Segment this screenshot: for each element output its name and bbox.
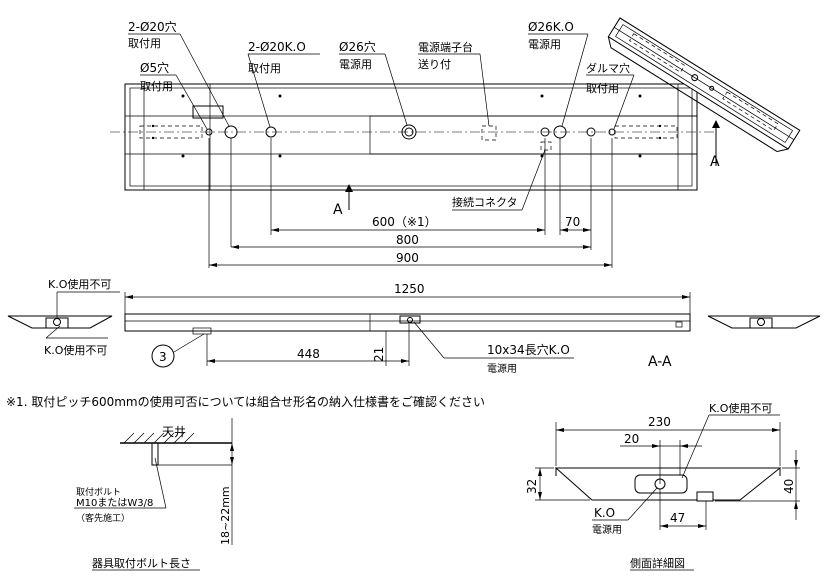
label-daruma: ダルマ穴 xyxy=(586,61,630,75)
plan-outline xyxy=(124,83,698,191)
hole-20k-left xyxy=(265,126,277,138)
label-ko-unusable-2: K.O使用不可 xyxy=(44,344,107,357)
label-ko-unusable-1: K.O使用不可 xyxy=(48,278,111,291)
label-hole-2x20k-sub: 取付用 xyxy=(248,62,281,75)
label-hole-26: Ø26穴 xyxy=(339,39,376,54)
label-hole-2x20k: 2-Ø20K.O xyxy=(248,40,306,54)
label-terminal-sub: 送り付 xyxy=(418,57,451,71)
hole-26 xyxy=(401,124,417,140)
label-hole-26k: Ø26K.O xyxy=(528,20,574,34)
dim-21: 21 xyxy=(372,347,386,362)
side-body xyxy=(124,313,691,332)
label-section-a-bottom: A xyxy=(333,202,343,218)
bolt-title: 器具取付ボルト長さ xyxy=(92,557,191,570)
label-bolt-2: M10またはW3/8 xyxy=(76,497,153,509)
label-hole-2x20: 2-Ø20穴 xyxy=(128,19,177,34)
dim-448: 448 xyxy=(297,347,320,361)
hole-5 xyxy=(205,128,213,136)
label-terminal: 電源端子台 xyxy=(418,40,473,54)
daruma-hole xyxy=(608,128,616,136)
label-ceiling: 天井 xyxy=(162,425,186,439)
hole-20k-right xyxy=(586,127,596,137)
hole-small-right xyxy=(540,127,550,137)
mounting-bracket xyxy=(192,105,224,119)
plan-view xyxy=(110,83,716,191)
side-detail-title: 側面詳細図 xyxy=(630,556,685,570)
label-hole-5-sub: 取付用 xyxy=(140,80,173,93)
balloon-3-text: 3 xyxy=(159,350,167,364)
footnote: ※1. 取付ピッチ600mmの使用可否については組合せ形名の納入仕様書をご確認く… xyxy=(6,394,485,409)
label-slot-sub: 電源用 xyxy=(487,362,517,375)
side-detail: 230 20 K.O使用不可 32 40 47 xyxy=(525,402,800,571)
dim-1250: 1250 xyxy=(394,282,425,296)
end-profile-left: K.O使用不可 K.O使用不可 xyxy=(7,278,120,357)
plan-callouts: 2-Ø20穴 取付用 Ø5穴 取付用 2-Ø20K.O 取付用 Ø26穴 電源用… xyxy=(128,19,720,218)
dim-800: 800 xyxy=(396,233,419,247)
bolt xyxy=(151,442,159,466)
label-section-a: A xyxy=(710,154,720,170)
dim-32: 32 xyxy=(525,479,539,494)
isometric-view xyxy=(607,17,801,153)
dim-900: 900 xyxy=(396,251,419,265)
dim-20: 20 xyxy=(624,432,639,446)
label-bolt-3: （客先施工） xyxy=(76,512,130,524)
label-bolt-1: 取付ボルト xyxy=(76,487,121,498)
balloon-3 xyxy=(151,344,175,368)
side-elevation: 1250 448 21 3 10x34長穴K.O 電源用 A-A xyxy=(124,282,691,375)
label-slot: 10x34長穴K.O xyxy=(487,342,570,357)
side-detail-slot xyxy=(634,474,688,494)
label-hole-26k-sub: 電源用 xyxy=(528,37,561,51)
label-ko-power: K.O xyxy=(594,506,615,520)
dim-600: 600（※1） xyxy=(372,215,437,229)
bolt-detail: 天井 18~22mm 取付ボルト M10またはW3/8 （客先施工） 器具取付ボ… xyxy=(74,418,234,571)
terminal-block xyxy=(481,125,497,141)
dim-40: 40 xyxy=(782,479,796,494)
label-hole-26-sub: 電源用 xyxy=(339,57,372,71)
label-daruma-sub: 取付用 xyxy=(586,82,619,95)
dim-70: 70 xyxy=(565,215,580,229)
label-connector: 接続コネクタ xyxy=(452,195,518,209)
dim-230: 230 xyxy=(648,415,671,429)
label-ko-unusable-3: K.O使用不可 xyxy=(709,402,772,415)
label-section-aa: A-A xyxy=(648,354,672,370)
dim-bolt-length: 18~22mm xyxy=(219,486,232,545)
lamp-socket-left xyxy=(139,125,203,139)
label-hole-5: Ø5穴 xyxy=(140,60,169,75)
label-hole-2x20-sub: 取付用 xyxy=(128,37,161,50)
connector-box xyxy=(540,141,552,151)
end-profile-right xyxy=(707,315,821,329)
dim-47: 47 xyxy=(670,511,685,525)
plan-dimensions: 600（※1） 70 800 900 xyxy=(208,138,613,268)
label-ko-power-sub: 電源用 xyxy=(592,523,622,536)
side-detail-body xyxy=(554,467,782,501)
